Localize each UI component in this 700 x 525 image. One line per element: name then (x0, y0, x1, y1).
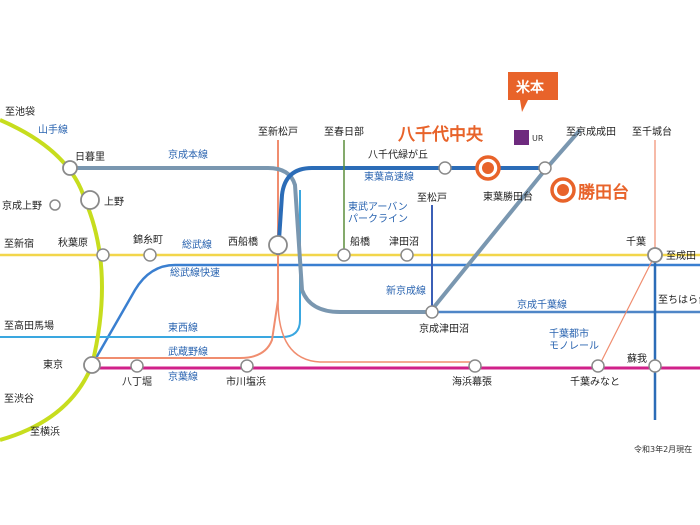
station-tsudanuma-marker (400, 248, 414, 262)
line-label-sobu-rapid: 総武線快速 (170, 266, 220, 279)
musashino-loop (277, 299, 470, 363)
direction-matsudo: 至松戸 (417, 191, 447, 204)
line-label-tozai: 東西線 (168, 321, 198, 334)
station-kinshicho-marker (143, 248, 157, 262)
direction-shin-matsudo: 至新松戸 (258, 125, 298, 138)
date-note: 令和3年2月現在 (634, 444, 692, 454)
sobu-rapid-line (90, 263, 700, 366)
station-label-tokyo: 東京 (43, 358, 63, 371)
direction-narita: 至成田 (666, 250, 696, 262)
station-label-hatchobori: 八丁堀 (122, 376, 152, 388)
line-label-urban-park-1: 東武アーバン (348, 200, 408, 213)
station-yachiyo-midorigaoka-marker (438, 161, 452, 175)
station-label-kaihin-makuhari: 海浜幕張 (452, 375, 492, 388)
station-label-nippori: 日暮里 (75, 150, 105, 163)
line-label-musashino: 武蔵野線 (168, 345, 208, 358)
station-label-soga: 蘇我 (627, 352, 647, 365)
station-label-ichikawa-shiohama: 市川塩浜 (226, 375, 266, 388)
ur-logo-text: UR (532, 134, 544, 143)
station-keisei-ueno-marker (49, 199, 61, 211)
station-label-keisei-tsudanuma: 京成津田沼 (419, 322, 469, 335)
station-toyo-katsutadai-marker (538, 161, 552, 175)
station-label-nishifunabashi: 西船橋 (228, 235, 258, 248)
station-nippori-marker (62, 160, 78, 176)
line-label-new-keisei: 新京成線 (386, 284, 426, 297)
station-label-yachiyo-midorigaoka: 八千代緑が丘 (368, 148, 428, 161)
station-soga-marker (648, 359, 662, 373)
station-yachiyo-chuo-dot (482, 162, 494, 174)
station-chiba-minato-marker (591, 359, 605, 373)
station-label-toyo-katsutadai: 東葉勝田台 (483, 190, 533, 203)
station-label-tsudanuma: 津田沼 (389, 235, 419, 248)
monorail-line (597, 140, 656, 369)
station-katsutadai-dot (557, 184, 569, 196)
line-label-keiyo: 京葉線 (168, 370, 198, 383)
katsutadai-label: 勝田台 (578, 182, 629, 203)
station-label-ueno: 上野 (104, 196, 124, 208)
station-ueno-marker (80, 190, 100, 210)
direction-shibuya: 至渋谷 (4, 392, 34, 405)
line-label-sobu: 総武線 (182, 238, 212, 251)
yonemoto-badge (508, 72, 558, 100)
tozai-line (0, 190, 301, 338)
line-label-keisei-main: 京成本線 (168, 148, 208, 161)
station-kaihin-makuhari-marker (468, 359, 482, 373)
station-hatchobori-marker (130, 359, 144, 373)
direction-ikebukuro: 至池袋 (5, 105, 35, 118)
station-funabashi-marker (337, 248, 351, 262)
station-keisei-tsudanuma-marker (425, 305, 439, 319)
station-label-kinshicho: 錦糸町 (133, 233, 163, 246)
line-label-toyo: 東葉高速線 (364, 170, 414, 183)
yachiyo-chuo-label: 八千代中央 (398, 124, 484, 145)
keisei-main-line (70, 128, 582, 314)
yonemoto-badge-pointer (520, 100, 528, 112)
line-label-monorail-2: モノレール (549, 341, 599, 352)
station-chiba-marker (647, 247, 663, 263)
station-label-funabashi: 船橋 (350, 235, 370, 248)
line-label-monorail-1: 千葉都市 (549, 327, 589, 340)
ur-logo (514, 130, 529, 145)
station-label-akihabara: 秋葉原 (58, 236, 88, 249)
direction-chiharadai: 至ちはら台 (658, 293, 700, 306)
station-ichikawa-shiohama-marker (240, 359, 254, 373)
line-label-keisei-chiba: 京成千葉線 (517, 298, 567, 311)
direction-kasukabe: 至春日部 (324, 125, 364, 138)
direction-takadanobaba: 至高田馬場 (4, 319, 54, 332)
direction-shinjuku: 至新宿 (4, 237, 34, 250)
line-label-urban-park-2: パークライン (348, 213, 408, 225)
yonemoto-label: 米本 (516, 79, 545, 96)
direction-chiba-castle: 至千城台 (632, 125, 672, 138)
yamanote-line (0, 118, 104, 442)
musashino-line (92, 140, 279, 359)
station-nishifunabashi-marker (268, 235, 288, 255)
direction-narita-airport: 至京成成田 (566, 125, 616, 138)
toyo-line (276, 166, 545, 256)
station-label-chiba: 千葉 (626, 235, 646, 248)
direction-yokohama: 至横浜 (30, 425, 60, 438)
station-label-chiba-minato: 千葉みなと (570, 375, 620, 388)
line-label-yamanote: 山手線 (38, 123, 68, 136)
station-akihabara-marker (96, 248, 110, 262)
station-label-keisei-ueno: 京成上野 (2, 199, 42, 212)
station-tokyo-marker (83, 356, 101, 374)
